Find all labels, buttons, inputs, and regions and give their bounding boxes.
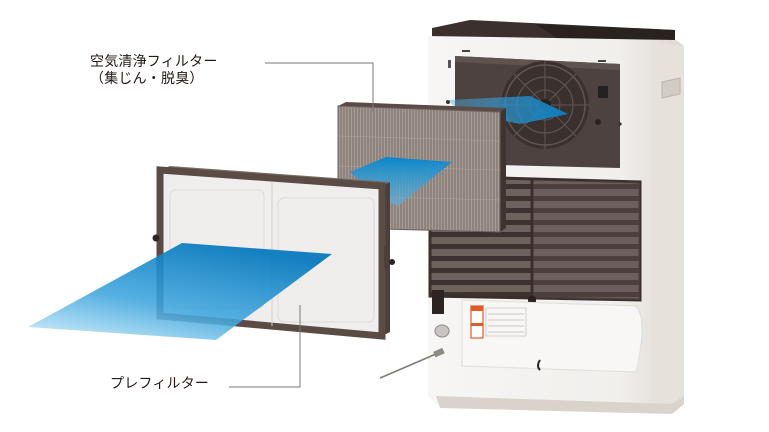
hepa-filter-sublabel: （集じん・脱臭） xyxy=(90,71,204,87)
leader-line-hepa xyxy=(265,62,374,112)
leader-line-prefilter xyxy=(229,305,301,388)
air-purifier-body xyxy=(379,20,684,414)
warning-label xyxy=(470,305,527,339)
hepa-filter-label: 空気清浄フィルター xyxy=(90,54,218,70)
airflow-arrow-front xyxy=(28,243,332,340)
airflow-arrow-back xyxy=(448,96,568,124)
pre-filter-callout: プレフィルター xyxy=(110,376,209,393)
hepa-filter-callout: 空気清浄フィルター （集じん・脱臭） xyxy=(90,54,218,88)
pre-filter-label: プレフィルター xyxy=(110,376,210,392)
